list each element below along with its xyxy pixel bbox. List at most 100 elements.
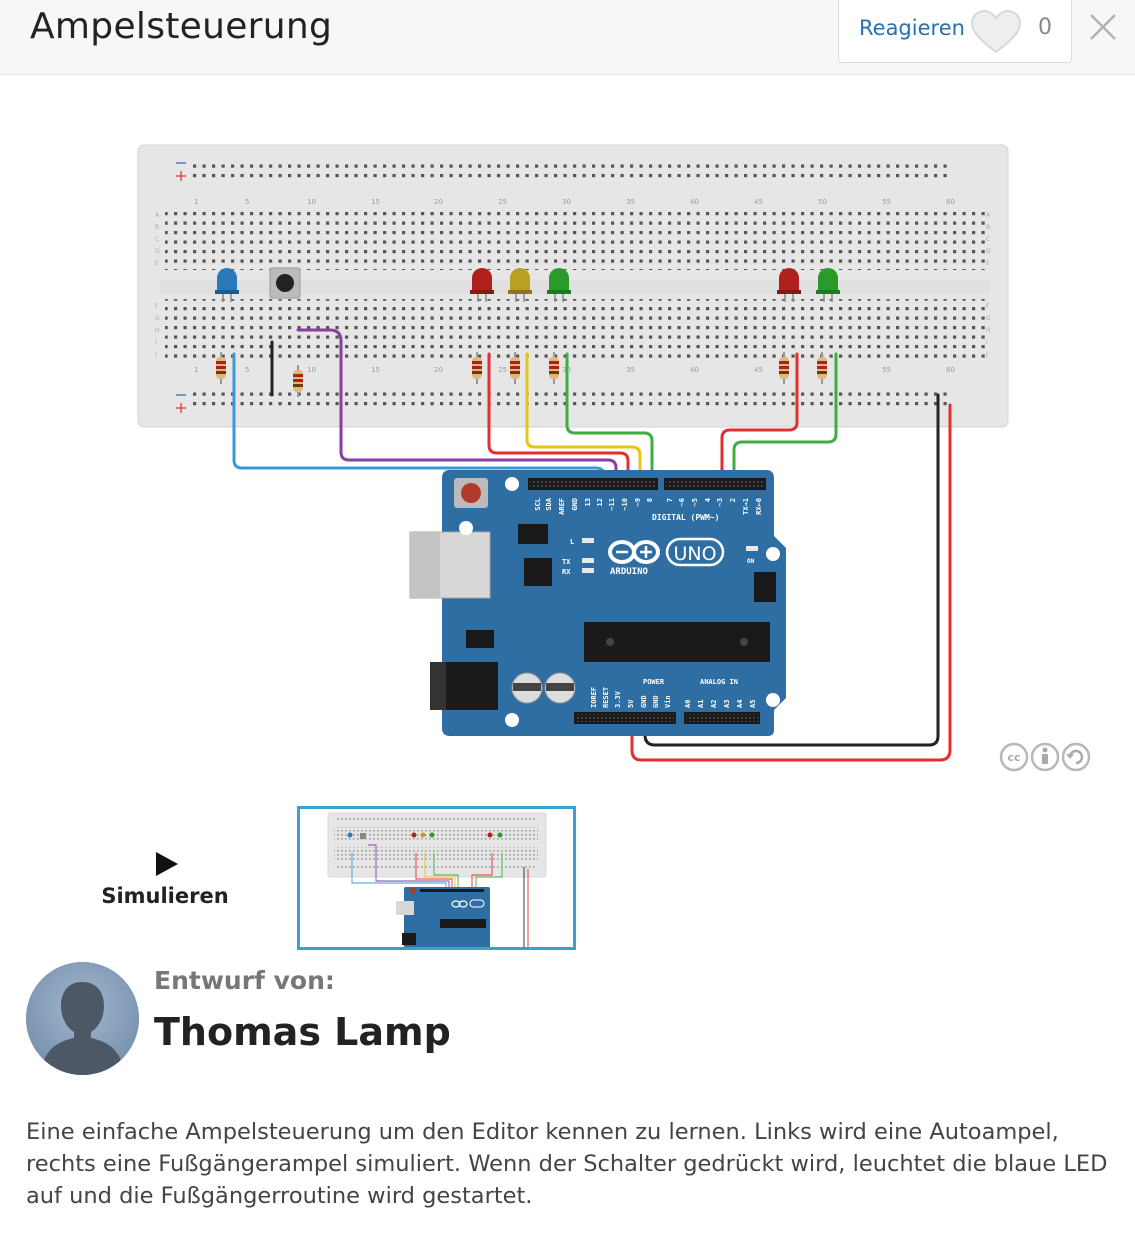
pin-label: GND (652, 695, 660, 708)
pin-label: A1 (697, 700, 705, 708)
arduino-brand: ARDUINO (610, 567, 649, 577)
heart-icon (970, 9, 1022, 54)
circuit-thumbnail[interactable] (297, 806, 576, 950)
author-name[interactable]: Thomas Lamp (154, 1010, 451, 1054)
col-number: 45 (754, 366, 763, 374)
pin-label: Vin (664, 695, 672, 708)
description-text: Eine einfache Ampelsteuerung um den Edit… (26, 1119, 1108, 1209)
license-icons: cc (999, 742, 1091, 772)
pin-label: ~5 (691, 498, 699, 506)
avatar[interactable] (26, 962, 139, 1075)
pin-label: GND (640, 695, 648, 708)
thumbnail-image (327, 812, 547, 947)
col-number: 20 (434, 198, 443, 206)
arduino-model: UNO (673, 543, 716, 565)
simulate-button[interactable]: Simulieren (80, 848, 250, 918)
led-indicator-rx (582, 568, 594, 573)
row-letter: C (155, 236, 159, 243)
pin-label: RESET (602, 687, 610, 708)
led-yellow-car[interactable] (508, 268, 532, 302)
row-letter: E (986, 260, 990, 267)
col-number: 5 (245, 198, 249, 206)
row-letter: A (155, 212, 160, 219)
wire-black-gnd[interactable] (643, 393, 940, 747)
col-number: 15 (371, 366, 380, 374)
pin-label: A3 (723, 700, 731, 708)
led-green-car[interactable] (547, 268, 571, 302)
row-letter: G (155, 315, 160, 322)
page-title: Ampelsteuerung (30, 6, 333, 47)
row-letter: C (986, 236, 990, 243)
pin-label: SCL (534, 498, 542, 511)
label-tx: TX (562, 558, 571, 566)
col-number: 40 (690, 366, 699, 374)
col-number: 60 (946, 366, 955, 374)
col-number: 1 (194, 198, 198, 206)
digital-label: DIGITAL (PWM~) (652, 513, 719, 522)
col-number: 25 (498, 198, 507, 206)
pin-label: 5V (627, 699, 635, 708)
pin-label: TX→1 (742, 498, 750, 515)
row-letter: G (986, 315, 991, 322)
arduino-board[interactable]: L TX RX ON ARDUINO DIGITAL (PWM~) POWER … (409, 470, 786, 736)
label-on: ON (747, 558, 755, 565)
wire-green-pedestrian[interactable] (732, 352, 838, 488)
row-letter: J (985, 351, 988, 358)
col-number: 15 (371, 198, 380, 206)
pin-label: ~3 (716, 498, 724, 506)
pin-label: 13 (584, 498, 592, 506)
wire-yellow-car[interactable] (525, 352, 642, 488)
pin-label: 7 (666, 498, 674, 502)
power-label: POWER (643, 678, 665, 686)
col-number: 10 (307, 366, 316, 374)
row-letter: A (986, 212, 991, 219)
pin-label: ~10 (621, 498, 629, 511)
breadboard: 1 5 10 15 20 25 30 35 40 45 50 55 60 1 5… (137, 144, 1009, 428)
pin-label: IOREF (590, 687, 598, 708)
col-number: 1 (194, 366, 198, 374)
push-button[interactable] (269, 267, 301, 299)
row-letter: I (986, 339, 988, 346)
row-letter: J (154, 351, 157, 358)
circuit-view[interactable]: 1 5 10 15 20 25 30 35 40 45 50 55 60 1 5… (0, 76, 1135, 796)
wire-red-5v[interactable] (630, 403, 952, 762)
row-letter: E (155, 260, 159, 267)
row-letter: H (155, 327, 160, 334)
col-number: 20 (434, 366, 443, 374)
col-number: 30 (562, 198, 571, 206)
wire-red-car[interactable] (487, 352, 630, 488)
user-silhouette-icon (26, 962, 139, 1075)
col-number: 35 (626, 366, 635, 374)
col-number: 45 (754, 198, 763, 206)
pin-label: A2 (710, 700, 718, 708)
author-label: Entwurf von: (154, 966, 335, 995)
row-letter: D (986, 248, 991, 255)
svg-text:cc: cc (1007, 751, 1020, 764)
label-l: L (570, 538, 574, 546)
wire-green-car[interactable] (565, 352, 654, 488)
pin-label: A5 (749, 700, 757, 708)
cc-icon: cc (999, 742, 1029, 772)
wire-purple[interactable] (296, 328, 618, 488)
row-letter: F (155, 303, 159, 310)
pin-label: 12 (596, 498, 604, 506)
sa-icon (1061, 742, 1091, 772)
col-number: 60 (946, 198, 955, 206)
led-blue[interactable] (215, 268, 239, 302)
react-count: 0 (1038, 15, 1052, 40)
react-button[interactable]: Reagieren 0 (838, 0, 1072, 63)
pin-label: GND (571, 498, 579, 511)
wire-red-pedestrian[interactable] (720, 352, 799, 488)
led-indicator-l (582, 538, 594, 543)
arduino-logo (608, 540, 660, 564)
col-number: 40 (690, 198, 699, 206)
led-green-pedestrian[interactable] (816, 268, 840, 302)
pin-label: 4 (704, 498, 712, 502)
led-indicator-on (746, 546, 758, 551)
pin-label: 2 (729, 498, 737, 502)
pin-label: A0 (684, 700, 692, 708)
led-red-pedestrian[interactable] (777, 268, 801, 302)
led-red-car[interactable] (470, 268, 494, 302)
close-icon[interactable] (1088, 12, 1118, 42)
row-letter: H (986, 327, 991, 334)
